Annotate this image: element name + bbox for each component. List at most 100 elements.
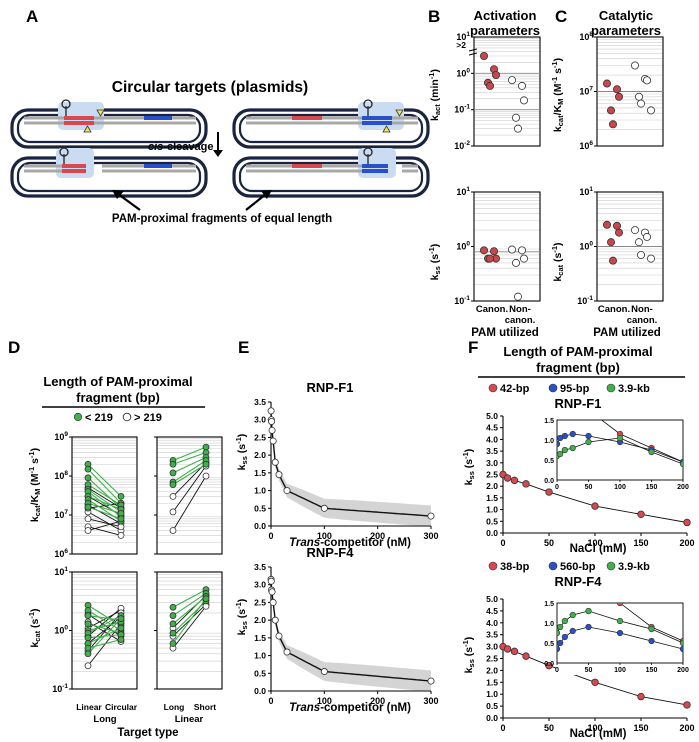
panel-f-rnp-f4-xtick-label: 100 — [587, 723, 602, 733]
legend-f1-42bp: 42-bp — [500, 383, 530, 395]
paired-line-short-fragment — [172, 592, 207, 617]
data-point-short-fragment — [202, 595, 210, 603]
panel-e-rnp-f1-xtick-label: 100 — [317, 531, 332, 541]
plasmid-outline — [232, 156, 430, 198]
confidence-band — [271, 575, 431, 691]
paired-line-short-fragment — [87, 463, 122, 497]
paired-line-short-fragment — [172, 589, 207, 608]
inset-data-point-3.9-kb — [569, 611, 576, 619]
guide-loop — [59, 147, 69, 157]
panel-f-rnp-f4-ytick-label: 5.0 — [486, 594, 498, 604]
inset-xtick-label: 150 — [646, 484, 658, 491]
target-site — [362, 121, 392, 125]
legend-marker-green — [73, 412, 83, 422]
inset-data-point-560-bp — [561, 633, 568, 641]
panel-f-rnp-f1-ytick-label: 3.0 — [486, 458, 498, 468]
panel-e-rnp-f4-xtick-label: 300 — [423, 696, 438, 706]
data-point-long-fragment — [169, 492, 177, 500]
data-point-noncanonical — [631, 61, 640, 70]
paired-line-long-fragment — [172, 605, 207, 649]
target-site — [64, 121, 94, 125]
data-point — [427, 677, 435, 685]
panel-f-f4-ylabel: kss (s-1) — [461, 637, 476, 674]
guide-loop — [363, 99, 373, 109]
panel-c-cat-canon: Canon. — [598, 304, 630, 315]
inset-ytick-label: 1.5 — [544, 601, 554, 608]
panel-d-cat-long: Long — [164, 702, 185, 712]
panel-f-rnp-f4-ytick-label: 0.0 — [486, 713, 498, 723]
panel-letter-b: B — [428, 7, 440, 26]
panel-f-rnp-f4-ytick-label: 4.5 — [486, 606, 498, 616]
paired-line-short-fragment — [87, 621, 122, 632]
data-point-short-fragment — [84, 503, 92, 511]
inset-ytick-label: 1.0 — [544, 621, 554, 628]
inset-plot-area — [557, 420, 683, 468]
fragment-arrowhead-right — [261, 190, 272, 199]
plasmid-inner — [238, 161, 424, 193]
inset-series-line-42-bp — [600, 420, 683, 463]
data-point-long-fragment — [202, 472, 210, 480]
panel-f-rnp-f1-xtick-label: 200 — [679, 538, 694, 548]
paired-line-short-fragment — [87, 484, 122, 506]
panel-d-kcatkm-long-ytick-label: 106 — [54, 548, 68, 559]
panel-b-kact-frame — [473, 36, 541, 147]
panel-d-kcat-long-ytick-label: 100 — [54, 625, 68, 636]
panel-c-xlabel: PAM utilized — [593, 327, 661, 339]
panel-letter-c: C — [555, 7, 567, 26]
paired-line-short-fragment — [87, 491, 122, 518]
legend-f4-560bp: 560-bp — [560, 561, 596, 573]
inset-data-point-3.9-kb — [585, 607, 592, 615]
panel-c-cat-noncanon-2: canon. — [627, 315, 658, 326]
target-site — [362, 116, 392, 120]
panel-d-kcat-long-ytick-label: 10-1 — [52, 683, 68, 694]
inset-data-point-3.9-kb — [561, 617, 568, 625]
non-target-site — [144, 164, 172, 168]
inset-data-point-560-bp — [679, 645, 683, 653]
data-point-short-fragment — [169, 481, 177, 489]
data-point-42-bp — [545, 488, 553, 496]
inset-plot-area — [557, 548, 683, 653]
paired-line-short-fragment — [87, 615, 122, 634]
panel-f-rnp-f4-xtick-label: 0 — [500, 723, 505, 733]
panel-e-rnp-f1-xtick-label: 200 — [370, 531, 385, 541]
inset-xtick-label: 0 — [555, 667, 559, 674]
panel-e-rnp-f4-xtick-label: 0 — [268, 696, 273, 706]
panel-e-rnp-f4-xtick-label: 100 — [317, 696, 332, 706]
data-point-short-fragment — [84, 465, 92, 473]
data-point-canonical — [485, 254, 494, 263]
data-point — [268, 417, 276, 425]
data-point-canonical — [479, 51, 488, 60]
data-point-canonical — [615, 92, 624, 101]
data-point-canonical — [603, 220, 612, 229]
panel-b-cat-canon: Canon. — [476, 304, 508, 315]
fragment-arrow-left — [117, 193, 141, 211]
panel-f-f1-ylabel: kss (s-1) — [461, 449, 476, 486]
inset-data-point-38-bp — [616, 603, 624, 607]
paired-line-short-fragment — [87, 618, 122, 655]
inset-data-point-3.9-kb — [648, 448, 655, 456]
panel-b-kact-ytick-label: 101 — [456, 31, 470, 42]
panel-b-xlabel: PAM utilized — [471, 327, 539, 339]
legend-f4-38bp: 38-bp — [500, 561, 530, 573]
panel-b-kact-ytick-label: 10-2 — [454, 140, 470, 151]
inset-xtick-label: 200 — [677, 667, 689, 674]
inset-data-point-560-bp — [648, 637, 655, 645]
data-point-short-fragment — [84, 650, 92, 658]
panel-letter-a: A — [26, 7, 38, 26]
data-point-short-fragment — [169, 603, 177, 611]
target-site — [62, 169, 86, 173]
panel-letter-d: D — [8, 338, 20, 357]
axis-break-label: >2 — [456, 40, 466, 50]
legend-marker-green — [606, 561, 616, 571]
data-point-canonical — [607, 106, 616, 115]
inset-data-point-95-bp — [585, 432, 592, 440]
panel-e-rnp-f1-ytick-label: 1.5 — [254, 468, 266, 478]
panel-d-kcatkm-ylabel: kcat/KM (M-1 s-1) — [27, 448, 42, 522]
inset-xtick-label: 0 — [555, 484, 559, 491]
panel-e-rnp-f1-ytick-label: 0.5 — [254, 503, 266, 513]
inset-data-point-38-bp — [562, 548, 568, 554]
panel-f-rnp-f4-xtick-label: 50 — [544, 723, 554, 733]
panel-f-rnp-f1-ytick-label: 2.0 — [486, 481, 498, 491]
data-point-short-fragment — [84, 474, 92, 482]
